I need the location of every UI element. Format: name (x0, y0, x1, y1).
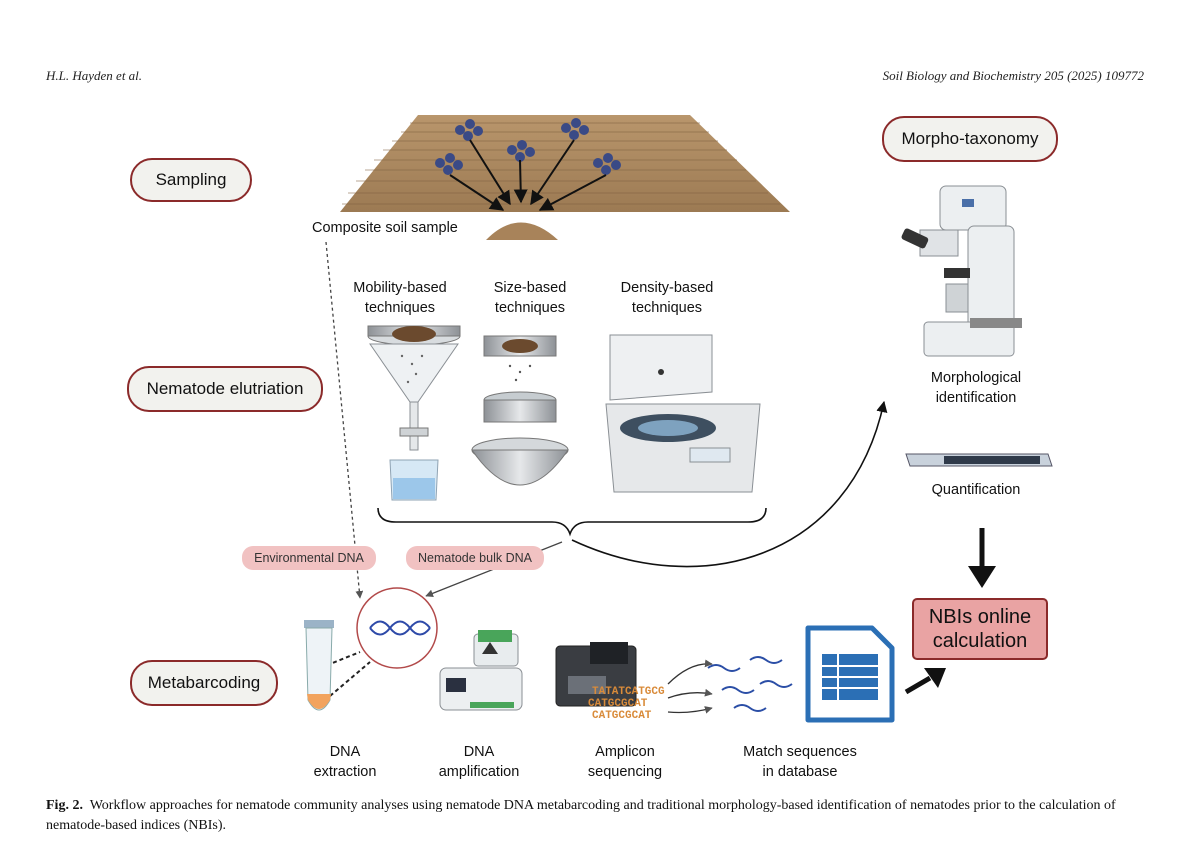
label-quantification: Quantification (931, 482, 1021, 498)
stage-nematode-elutriation: Nematode elutriation (127, 366, 323, 412)
microscope-icon (901, 185, 1022, 357)
tag-nematode-bulk-dna: Nematode bulk DNA (406, 546, 544, 570)
sequence-read-2: TATATCATGCG (592, 686, 665, 698)
centrifuge-icon (605, 334, 761, 493)
figure-caption-text: Workflow approaches for nematode communi… (46, 798, 1116, 833)
sequence-reads-icon (707, 656, 793, 712)
sieve-stack-icon (471, 335, 569, 486)
extraction-tube-icon (304, 620, 334, 711)
figure-label: Fig. 2. (46, 798, 83, 813)
stage-metabarcoding: Metabarcoding (130, 660, 278, 706)
sequencer-icon (555, 642, 637, 707)
dna-helix-icon (356, 587, 438, 669)
sequence-read-3: CATGCGCAT (592, 710, 652, 722)
stage-morpho-taxonomy: Morpho-taxonomy (882, 116, 1058, 162)
stage-sampling: Sampling (130, 158, 252, 202)
counting-slide-icon (905, 453, 1053, 467)
figure-caption: Fig. 2. Workflow approaches for nematode… (46, 796, 1156, 836)
pcr-thermocycler-icon (439, 630, 523, 711)
tag-environmental-dna: Environmental DNA (242, 546, 376, 570)
database-document-icon (805, 625, 895, 723)
soil-field-icon (340, 115, 790, 240)
sequence-read-1: CATGCGCAT (588, 698, 648, 710)
running-header-authors: H.L. Hayden et al. (46, 68, 143, 83)
funnel-icon (367, 325, 461, 501)
label-composite-soil: Composite soil sample (312, 220, 458, 236)
running-header-journal: Soil Biology and Biochemistry 205 (2025)… (882, 68, 1144, 83)
